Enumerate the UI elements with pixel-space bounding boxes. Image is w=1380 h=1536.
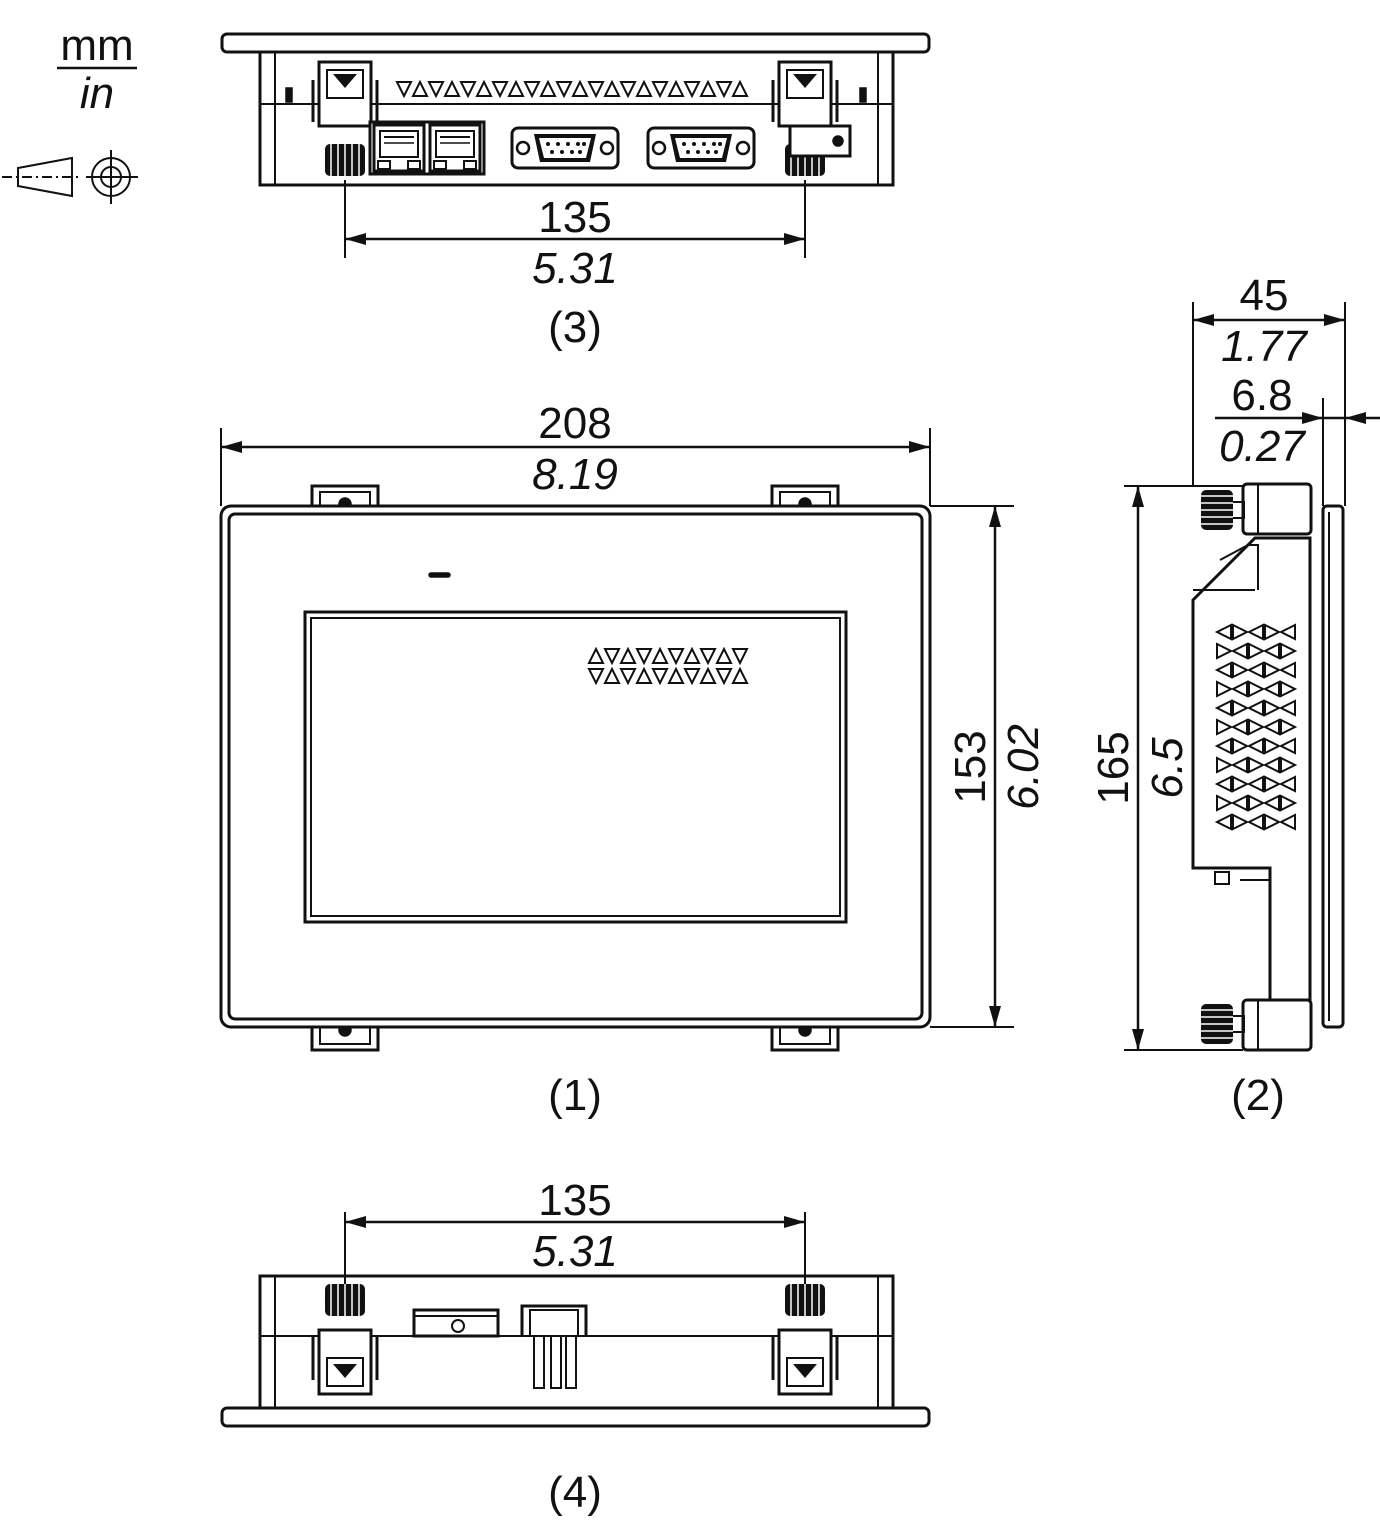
front-height-mm: 153 — [946, 730, 995, 803]
side-depth-mm: 45 — [1240, 271, 1289, 320]
unit-secondary-label: in — [80, 69, 114, 118]
side-height-in: 6.5 — [1143, 737, 1192, 799]
front-height-in: 6.02 — [999, 724, 1048, 810]
third-angle-projection-icon — [2, 150, 138, 204]
front-width-in: 8.19 — [532, 450, 618, 499]
side-bezel-in: 0.27 — [1219, 422, 1306, 471]
top-clip-spacing-mm: 135 — [538, 193, 611, 242]
bottom-view-label: (4) — [548, 1468, 602, 1517]
front-width-mm: 208 — [538, 399, 611, 448]
top-view — [220, 32, 931, 258]
bottom-view — [220, 648, 931, 1428]
top-clip-spacing-in: 5.31 — [532, 244, 618, 293]
side-view — [1124, 302, 1380, 1052]
top-view-label: (3) — [548, 303, 602, 352]
side-bezel-mm: 6.8 — [1231, 371, 1292, 420]
front-view — [219, 428, 1014, 1052]
bottom-clip-spacing-mm: 135 — [538, 1176, 611, 1225]
side-depth-in: 1.77 — [1221, 322, 1308, 371]
side-height-mm: 165 — [1089, 731, 1138, 804]
side-view-label: (2) — [1231, 1071, 1285, 1120]
bottom-clip-spacing-in: 5.31 — [532, 1227, 618, 1276]
front-view-label: (1) — [548, 1071, 602, 1120]
unit-primary-label: mm — [60, 21, 133, 70]
